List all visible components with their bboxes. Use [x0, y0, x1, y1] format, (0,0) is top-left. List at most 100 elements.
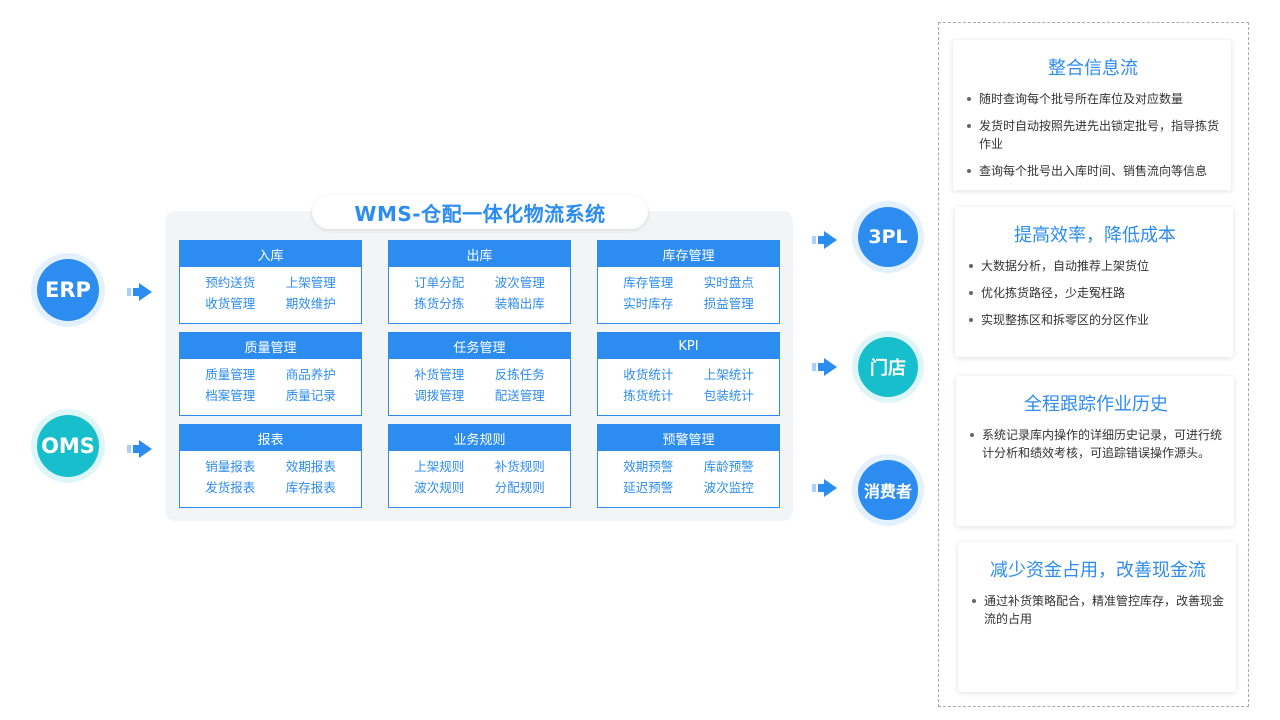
module-business-rules: 业务规则 上架规则 补货规则 波次规则 分配规则	[388, 424, 571, 508]
target-3pl-label: 3PL	[868, 226, 908, 248]
module-item: 档案管理	[205, 388, 256, 403]
bullet-icon	[969, 318, 973, 322]
benefit-card-title: 全程跟踪作业历史	[1024, 394, 1168, 415]
benefit-card-title: 整合信息流	[1048, 58, 1138, 79]
module-item: 质量记录	[285, 388, 336, 403]
module-title: 入库	[180, 241, 361, 267]
benefit-item-text: 随时查询每个批号所在库位及对应数量	[979, 92, 1184, 106]
target-store-label: 门店	[870, 358, 906, 379]
module-item: 实时盘点	[703, 275, 754, 290]
module-item: 补货管理	[414, 367, 465, 382]
source-oms-label: OMS	[41, 434, 95, 458]
module-title: 库存管理	[598, 241, 779, 267]
module-tasks: 任务管理 补货管理 反拣任务 调拨管理 配送管理	[388, 332, 571, 416]
module-item: 包装统计	[703, 388, 754, 403]
module-item: 上架规则	[414, 459, 465, 474]
module-item: 配送管理	[494, 388, 545, 403]
arrow-right-icon	[812, 358, 837, 376]
module-item: 实时库存	[623, 296, 674, 311]
benefit-item: 实现整拣区和拆零区的分区作业	[969, 311, 1221, 329]
module-item: 预约送货	[205, 275, 256, 290]
benefit-item-text: 大数据分析，自动推荐上架货位	[981, 259, 1150, 273]
target-3pl: 3PL	[858, 207, 918, 267]
module-alerts: 预警管理 效期预警 库龄预警 延迟预警 波次监控	[597, 424, 780, 508]
module-quality: 质量管理 质量管理 商品养护 档案管理 质量记录	[179, 332, 362, 416]
benefit-item: 发货时自动按照先进先出锁定批号，指导拣货作业	[967, 117, 1219, 153]
target-consumer: 消费者	[858, 460, 918, 520]
bullet-icon	[970, 433, 974, 437]
module-title: 任务管理	[389, 333, 570, 359]
bullet-icon	[967, 97, 971, 101]
module-title: 出库	[389, 241, 570, 267]
benefit-item-text: 发货时自动按照先进先出锁定批号，指导拣货作业	[979, 119, 1220, 151]
module-item: 波次规则	[414, 480, 465, 495]
module-item: 上架统计	[703, 367, 754, 382]
module-item: 拣货统计	[623, 388, 674, 403]
module-item: 库存管理	[623, 275, 674, 290]
module-item: 效期预警	[623, 459, 674, 474]
module-inbound: 入库 预约送货 上架管理 收货管理 期效维护	[179, 240, 362, 324]
benefit-card-cash-flow: 减少资金占用，改善现金流 通过补货策略配合，精准管控库存，改善现金流的占用	[958, 542, 1236, 692]
module-item: 波次管理	[494, 275, 545, 290]
bullet-icon	[972, 599, 976, 603]
arrow-right-icon	[812, 479, 837, 497]
benefit-item: 大数据分析，自动推荐上架货位	[969, 257, 1221, 275]
arrow-right-icon	[127, 440, 152, 458]
bullet-icon	[969, 264, 973, 268]
module-title: 质量管理	[180, 333, 361, 359]
module-item: 库龄预警	[703, 459, 754, 474]
module-item: 调拨管理	[414, 388, 465, 403]
module-title: 报表	[180, 425, 361, 451]
benefit-card-title: 提高效率，降低成本	[1014, 225, 1176, 246]
module-item: 质量管理	[205, 367, 256, 382]
benefit-item-text: 实现整拣区和拆零区的分区作业	[981, 313, 1150, 327]
module-item: 库存报表	[285, 480, 336, 495]
benefit-card-history: 全程跟踪作业历史 系统记录库内操作的详细历史记录，可进行统计分析和绩效考核，可追…	[956, 376, 1234, 526]
module-item: 装箱出库	[494, 296, 545, 311]
module-item: 订单分配	[414, 275, 465, 290]
module-kpi: KPI 收货统计 上架统计 拣货统计 包装统计	[597, 332, 780, 416]
benefit-item-text: 系统记录库内操作的详细历史记录，可进行统计分析和绩效考核，可追踪错误操作源头。	[982, 428, 1223, 460]
module-item: 波次监控	[703, 480, 754, 495]
module-title: 业务规则	[389, 425, 570, 451]
source-erp-label: ERP	[45, 278, 91, 302]
module-item: 发货报表	[205, 480, 256, 495]
arrow-right-icon	[127, 283, 152, 301]
module-inventory: 库存管理 库存管理 实时盘点 实时库存 损益管理	[597, 240, 780, 324]
module-item: 分配规则	[494, 480, 545, 495]
benefit-item: 查询每个批号出入库时间、销售流向等信息	[967, 162, 1219, 180]
module-item: 期效维护	[285, 296, 336, 311]
module-item: 上架管理	[285, 275, 336, 290]
module-item: 反拣任务	[494, 367, 545, 382]
wms-panel-title: WMS-仓配一体化物流系统	[312, 195, 648, 229]
benefit-item: 系统记录库内操作的详细历史记录，可进行统计分析和绩效考核，可追踪错误操作源头。	[970, 426, 1222, 462]
benefit-item: 优化拣货路径，少走冤枉路	[969, 284, 1221, 302]
benefit-item-text: 查询每个批号出入库时间、销售流向等信息	[979, 164, 1208, 178]
module-item: 拣货分拣	[414, 296, 465, 311]
benefit-item: 通过补货策略配合，精准管控库存，改善现金流的占用	[972, 592, 1224, 628]
source-oms: OMS	[37, 415, 99, 477]
module-item: 效期报表	[285, 459, 336, 474]
benefit-item-text: 通过补货策略配合，精准管控库存，改善现金流的占用	[984, 594, 1225, 626]
module-item: 补货规则	[494, 459, 545, 474]
target-consumer-label: 消费者	[863, 482, 912, 501]
module-reports: 报表 销量报表 效期报表 发货报表 库存报表	[179, 424, 362, 508]
module-item: 收货管理	[205, 296, 256, 311]
module-item: 销量报表	[205, 459, 256, 474]
module-item: 收货统计	[623, 367, 674, 382]
module-item: 商品养护	[285, 367, 336, 382]
target-store: 门店	[858, 337, 918, 397]
module-item: 延迟预警	[623, 480, 674, 495]
benefit-card-info-flow: 整合信息流 随时查询每个批号所在库位及对应数量 发货时自动按照先进先出锁定批号，…	[953, 40, 1231, 190]
benefits-frame	[938, 22, 1249, 707]
arrow-right-icon	[812, 231, 837, 249]
bullet-icon	[969, 291, 973, 295]
module-title: 预警管理	[598, 425, 779, 451]
bullet-icon	[967, 124, 971, 128]
benefit-card-efficiency: 提高效率，降低成本 大数据分析，自动推荐上架货位 优化拣货路径，少走冤枉路 实现…	[955, 207, 1233, 357]
benefit-item: 随时查询每个批号所在库位及对应数量	[967, 90, 1219, 108]
source-erp: ERP	[37, 259, 99, 321]
module-item: 损益管理	[703, 296, 754, 311]
bullet-icon	[967, 169, 971, 173]
benefit-card-title: 减少资金占用，改善现金流	[990, 560, 1206, 581]
